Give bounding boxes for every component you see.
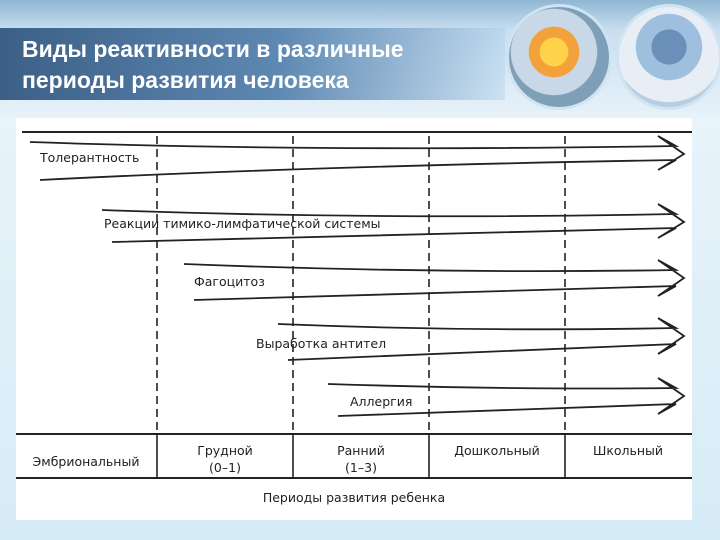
period-early: Ранний (1–3)	[337, 443, 385, 475]
arrow-allergy: Аллергия	[327, 377, 686, 417]
period-age-range: (1–3)	[345, 460, 377, 475]
period-name: Грудной	[197, 443, 253, 458]
period-name: Дошкольный	[454, 443, 540, 458]
title-bar	[0, 28, 505, 100]
arrow-label: Реакции тимико-лимфатической системы	[104, 216, 381, 231]
reactivity-diagram: Толерантность Реакции тимико-лимфатическ…	[16, 118, 692, 520]
axis-label: Периоды развития ребенка	[263, 490, 445, 505]
arrow-thymic-lymphatic-reactions: Реакции тимико-лимфатической системы	[101, 203, 686, 243]
arrow-label: Толерантность	[39, 150, 139, 165]
diagram-canvas: Толерантность Реакции тимико-лимфатическ…	[16, 131, 692, 505]
period-embryonic: Эмбриональный	[33, 454, 140, 469]
arrow-label: Выработка антител	[256, 336, 386, 351]
arrow-phagocytosis: Фагоцитоз	[183, 259, 686, 301]
arrow-label: Аллергия	[350, 394, 412, 409]
arrow-tolerance: Толерантность	[29, 135, 686, 181]
period-school: Школьный	[593, 443, 663, 458]
slide-title: Виды реактивности в различные периоды ра…	[22, 36, 404, 93]
period-name: Ранний	[337, 443, 385, 458]
period-name: Эмбриональный	[33, 454, 140, 469]
doctor-photo	[616, 4, 720, 110]
period-infant: Грудной (0–1)	[197, 443, 253, 475]
period-preschool: Дошкольный	[454, 443, 540, 458]
arrow-label: Фагоцитоз	[194, 274, 265, 289]
period-name: Школьный	[593, 443, 663, 458]
arrow-antibody-production: Выработка антител	[256, 317, 686, 361]
toys-photo	[506, 4, 612, 110]
period-age-range: (0–1)	[209, 460, 241, 475]
